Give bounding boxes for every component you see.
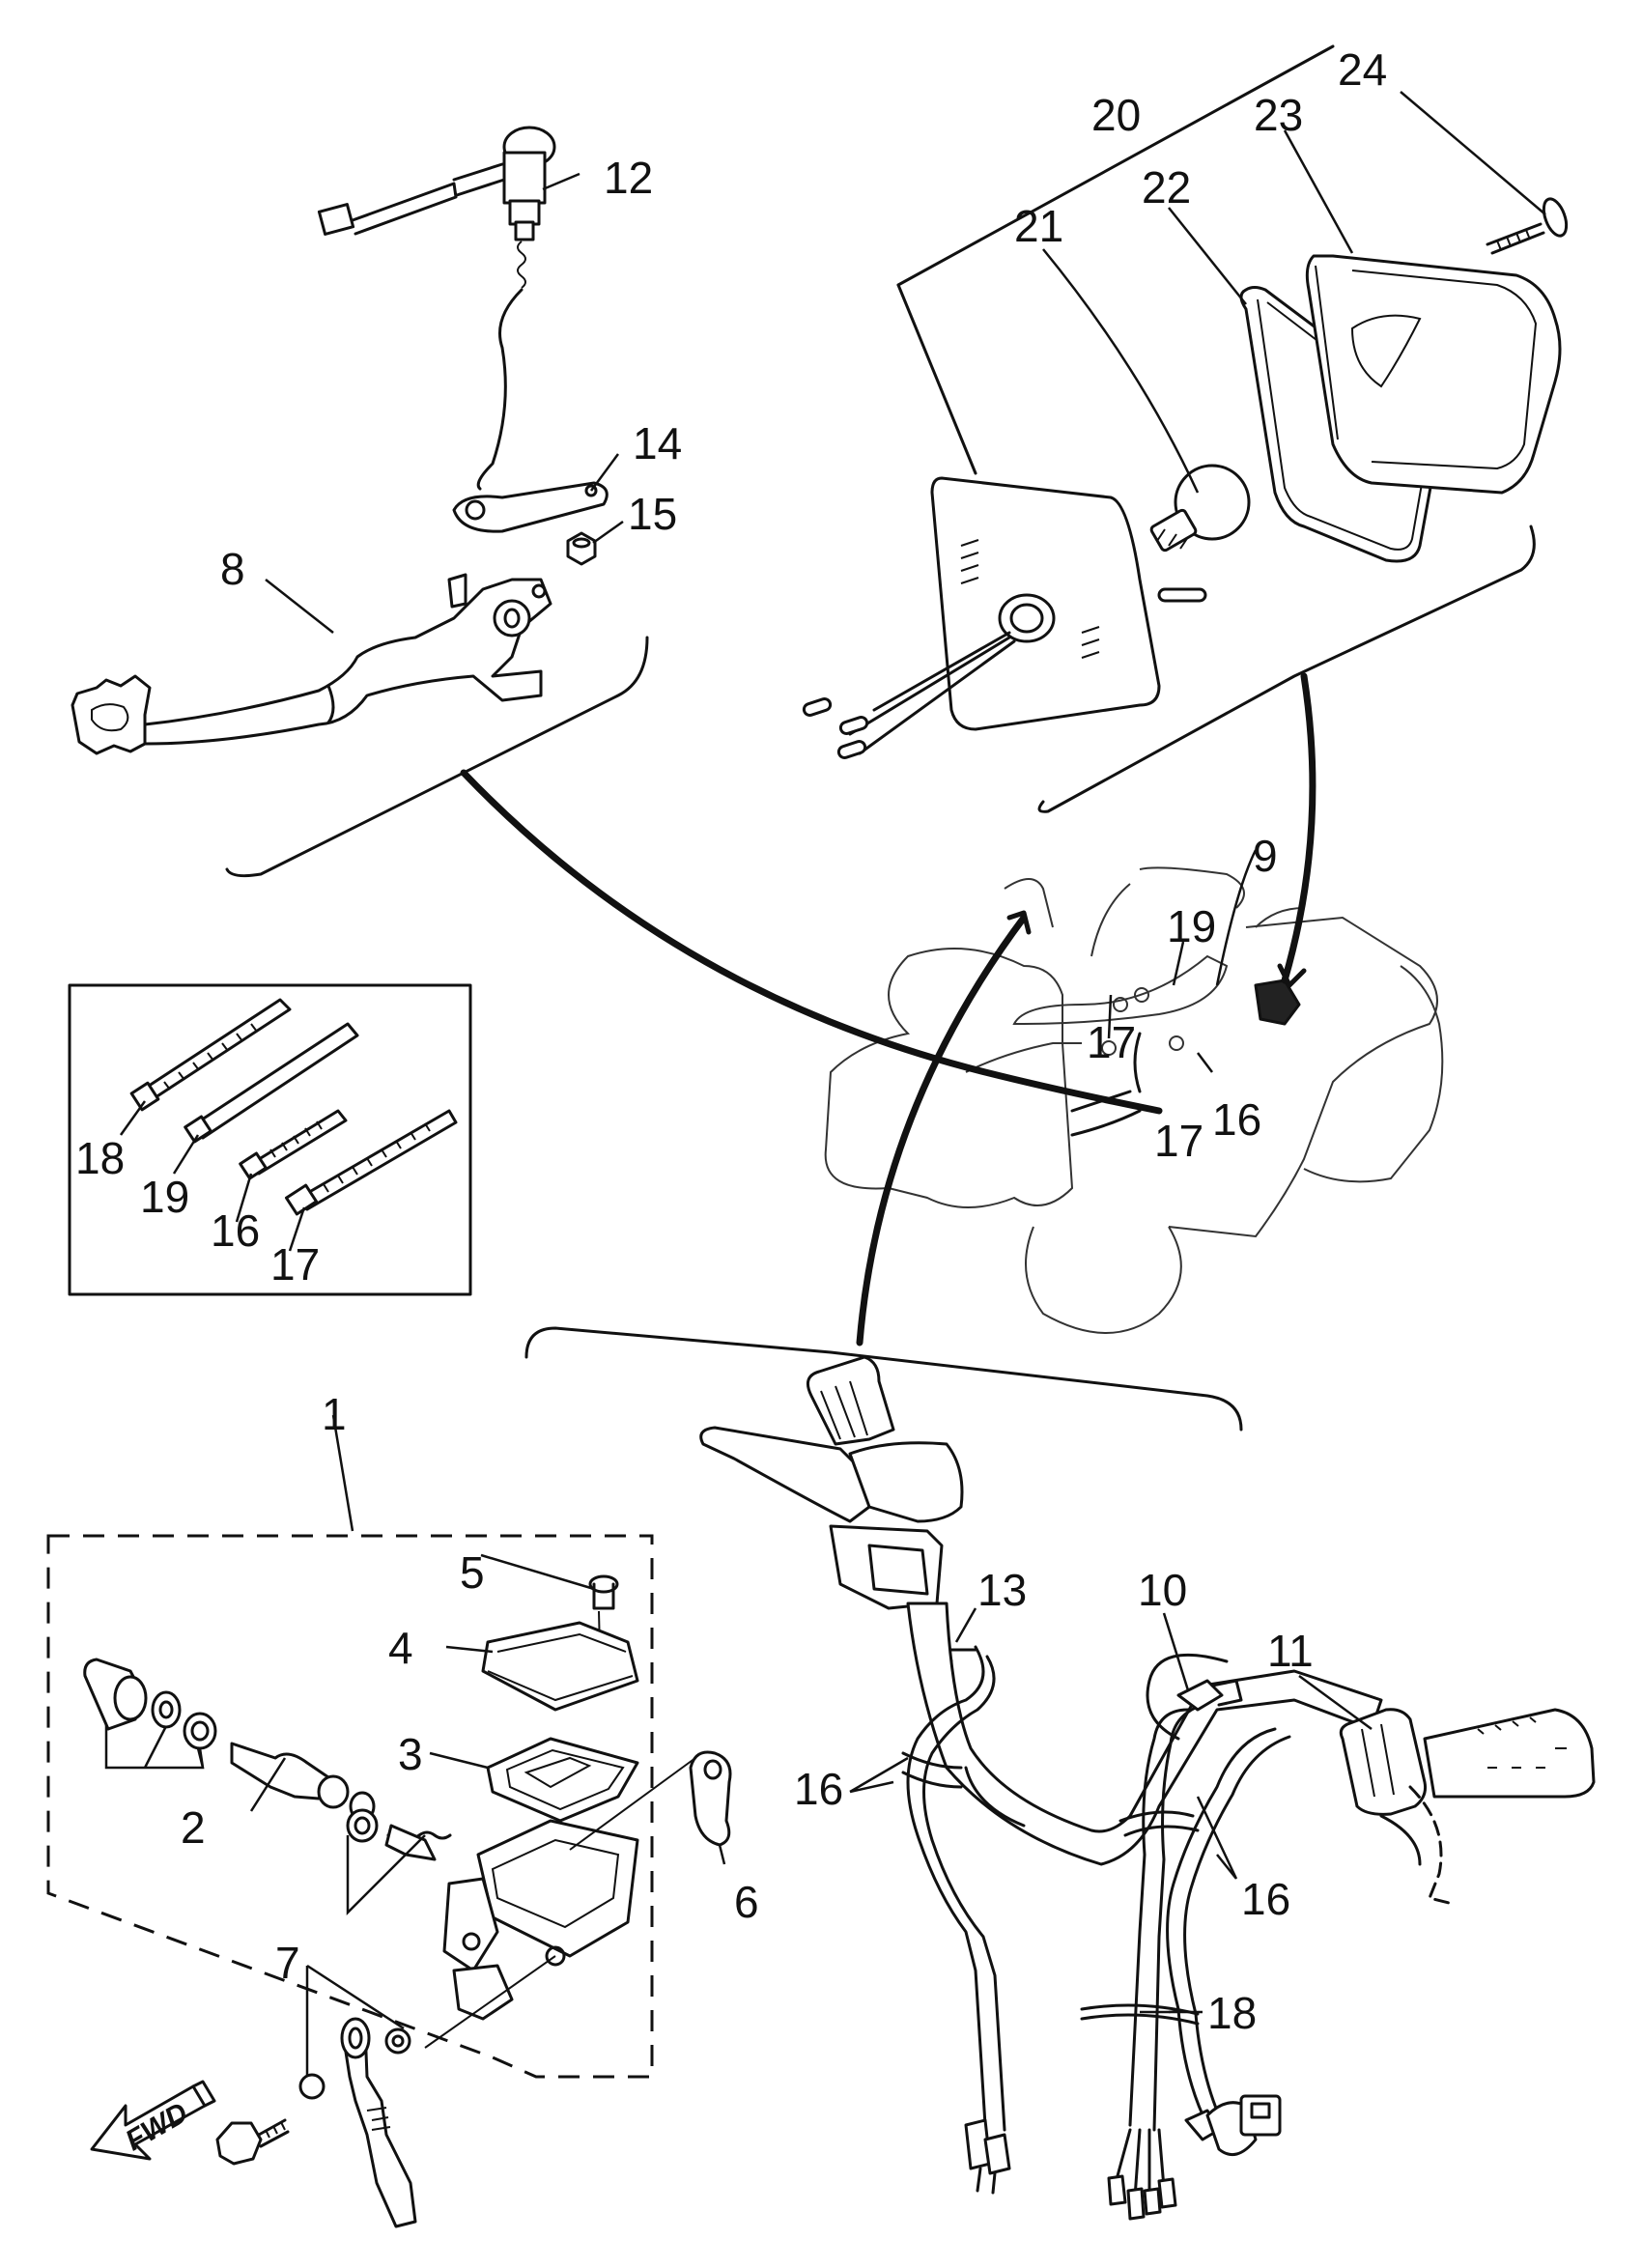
- reservoir-cap-4: [481, 1621, 639, 1712]
- tail-light-assembly: [802, 44, 1569, 813]
- screw-24: [1486, 197, 1569, 255]
- callout-2: 2: [181, 1802, 206, 1853]
- callout-17-atv-upper: 17: [1087, 1017, 1136, 1067]
- callout-9: 9: [1253, 831, 1278, 881]
- fwd-arrow-icon: FWD: [90, 2080, 216, 2161]
- callout-16-atv: 16: [1212, 1094, 1261, 1145]
- callout-24: 24: [1338, 44, 1387, 95]
- callout-15: 15: [628, 489, 677, 539]
- callout-21: 21: [1014, 201, 1063, 251]
- callout-13: 13: [977, 1565, 1027, 1615]
- callout-14: 14: [633, 418, 682, 468]
- callout-19-inset: 19: [140, 1172, 189, 1222]
- piston-kit-2: [83, 1658, 452, 1861]
- band-19: [184, 1022, 359, 1144]
- connector-tail-to-atv: [1281, 672, 1316, 984]
- callout-16-inset: 16: [211, 1205, 260, 1256]
- cable-tie-inset: [68, 983, 472, 1296]
- callout-23: 23: [1254, 90, 1303, 140]
- union-bolt-7: [215, 1964, 417, 2228]
- connector-harness-to-atv: [856, 914, 1028, 1347]
- atv-silhouette: [824, 849, 1444, 1334]
- callout-7: 7: [275, 1938, 300, 1988]
- callout-labels: 1 2 3 4 5 6 7 8 9 10 11 12 13 14 15 16 1…: [75, 44, 1387, 2038]
- switch-spring-plate-14: [452, 481, 609, 533]
- diaphragm-3: [486, 1737, 639, 1823]
- cable-tie-18: [129, 998, 292, 1112]
- callout-4: 4: [388, 1623, 413, 1673]
- callout-18-harness: 18: [1207, 1988, 1257, 2038]
- callout-3: 3: [398, 1729, 423, 1779]
- callout-1: 1: [322, 1389, 347, 1439]
- pedal-group-bracket: [225, 636, 649, 878]
- cable-tie-17: [284, 1109, 458, 1216]
- callout-12: 12: [604, 153, 653, 203]
- callout-18-inset: 18: [75, 1133, 125, 1183]
- callout-8: 8: [220, 544, 245, 594]
- master-cylinder-body: [442, 1819, 639, 2021]
- harness-group-bracket: [524, 1326, 1243, 1432]
- callout-6: 6: [734, 1877, 759, 1927]
- callout-11: 11: [1267, 1626, 1314, 1676]
- brake-pedal-assembly: [71, 126, 649, 878]
- tail-light-base-21: [802, 476, 1207, 759]
- assembly-1-boundary: [46, 1534, 654, 2079]
- holder-6: [689, 1750, 732, 1847]
- cable-tie-16: [239, 1109, 348, 1180]
- brake-switch-12: [317, 126, 556, 491]
- callout-22: 22: [1142, 162, 1191, 213]
- callout-5: 5: [460, 1547, 485, 1598]
- master-cylinder-assembly: FWD: [46, 1414, 732, 2228]
- callout-10: 10: [1138, 1565, 1187, 1615]
- callout-16-harness-right: 16: [1241, 1874, 1290, 1924]
- brake-pedal-8: [71, 573, 552, 755]
- callout-17-inset: 17: [270, 1239, 320, 1290]
- connector-pedal-to-atv: [460, 769, 1163, 1115]
- nut-15: [566, 531, 597, 566]
- callout-19-atv: 19: [1167, 901, 1216, 951]
- tail-light-group-bracket: [1037, 524, 1536, 813]
- lens-23: [1305, 254, 1562, 495]
- callout-16-harness-left: 16: [794, 1764, 843, 1814]
- callout-20: 20: [1091, 90, 1141, 140]
- left-grip-lever: [699, 1355, 964, 1610]
- handlebar-harness: [524, 1326, 1596, 2221]
- right-switch-grip-11: [1339, 1708, 1596, 1905]
- switch-10: [1176, 1679, 1243, 1712]
- callout-17-atv-lower: 17: [1154, 1116, 1203, 1166]
- bulb-21: [1149, 464, 1251, 553]
